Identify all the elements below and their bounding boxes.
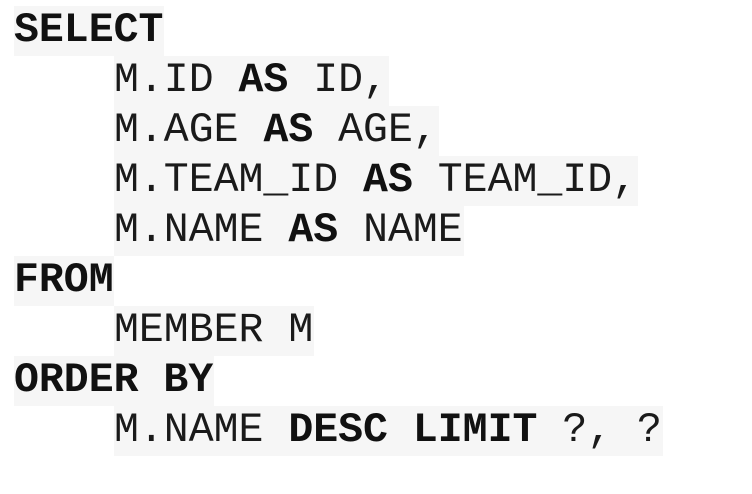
sql-code-block: SELECT M.ID AS ID, M.AGE AS AGE, M.TEAM_…: [14, 6, 663, 456]
column-alias: ID,: [313, 57, 388, 104]
line-column-team-id: M.TEAM_ID AS TEAM_ID,: [14, 156, 663, 206]
line-order-by: ORDER BY: [14, 356, 663, 406]
keyword-desc: DESC: [288, 407, 388, 454]
line-from: FROM: [14, 256, 663, 306]
line-column-name: M.NAME AS NAME: [14, 206, 663, 256]
column-expr: M.TEAM_ID: [114, 157, 339, 204]
table-name: MEMBER M: [114, 307, 314, 354]
column-expr: M.ID: [114, 57, 214, 104]
line-column-age: M.AGE AS AGE,: [14, 106, 663, 156]
keyword-as: AS: [363, 157, 413, 204]
order-expr: M.NAME: [114, 407, 264, 454]
keyword-limit: LIMIT: [412, 407, 538, 454]
limit-params: ?, ?: [562, 407, 662, 454]
keyword-as: AS: [288, 207, 339, 254]
keyword-as: AS: [263, 107, 314, 154]
line-order-expr: M.NAME DESC LIMIT ?, ?: [14, 406, 663, 456]
line-column-id: M.ID AS ID,: [14, 56, 663, 106]
column-alias: NAME: [363, 207, 463, 254]
line-table: MEMBER M: [14, 306, 663, 356]
keyword-select: SELECT: [14, 7, 164, 54]
column-alias: AGE,: [338, 107, 438, 154]
keyword-order-by: ORDER BY: [14, 357, 214, 404]
keyword-from: FROM: [14, 257, 114, 304]
keyword-as: AS: [238, 57, 289, 104]
line-select: SELECT: [14, 6, 663, 56]
column-expr: M.AGE: [114, 107, 239, 154]
column-expr: M.NAME: [114, 207, 264, 254]
column-alias: TEAM_ID,: [437, 157, 637, 204]
